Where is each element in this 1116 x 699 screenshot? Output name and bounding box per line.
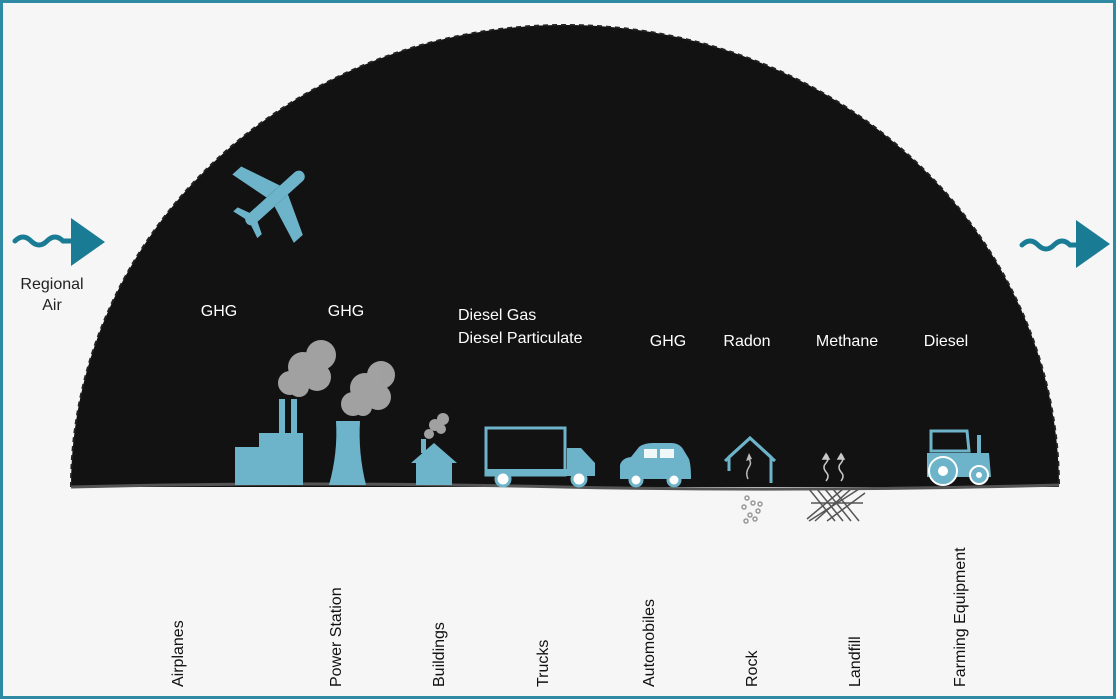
source-label-farming-equipment: Farming Equipment	[952, 547, 969, 687]
source-label-automobiles: Automobiles	[641, 599, 658, 687]
source-label-buildings: Buildings	[431, 622, 448, 687]
house-icon	[411, 439, 457, 485]
landfill-mesh-icon	[806, 488, 866, 522]
methane-vapor-icon	[821, 452, 846, 482]
airplane-icon	[232, 166, 305, 243]
source-label-trucks: Trucks	[535, 640, 552, 687]
pollutant-ghg-power-1: GHG	[201, 303, 237, 320]
tractor-icon	[927, 429, 991, 486]
cooling-tower-icon	[329, 421, 366, 485]
rock-particles-icon	[741, 495, 763, 524]
truck-icon	[484, 426, 595, 488]
pollutant-diesel-farming: Diesel	[924, 333, 968, 350]
air-dome-diagram: Regional Air GHG GHG Diesel Gas Diesel P…	[12, 24, 1110, 687]
wind-inflow-arrow-icon	[12, 218, 105, 266]
atmosphere-dome	[71, 25, 1059, 487]
wind-outflow-arrow-icon	[1019, 220, 1110, 268]
smoke-cloud-icon	[341, 361, 395, 416]
car-icon	[620, 443, 691, 488]
source-label-rock: Rock	[744, 650, 761, 687]
pollutant-diesel-gas: Diesel Gas	[458, 307, 536, 324]
source-label-airplanes: Airplanes	[170, 620, 187, 687]
radon-house-icon	[723, 435, 777, 483]
pollutant-methane: Methane	[816, 333, 878, 350]
regional-air-label-2: Air	[42, 297, 62, 314]
factory-icon	[235, 399, 303, 485]
source-label-landfill: Landfill	[847, 636, 864, 687]
smoke-cloud-icon	[278, 340, 336, 397]
dome-boundary-dashed	[70, 24, 1060, 488]
pollutant-radon: Radon	[723, 333, 770, 350]
ground-line	[70, 482, 1060, 491]
small-smoke-icon	[424, 413, 449, 439]
pollutant-diesel-particulate: Diesel Particulate	[458, 330, 583, 347]
regional-air-label-1: Regional	[20, 276, 83, 293]
pollutant-ghg-power-2: GHG	[328, 303, 364, 320]
pollutant-ghg-automobiles: GHG	[650, 333, 686, 350]
source-label-power-station: Power Station	[328, 587, 345, 687]
